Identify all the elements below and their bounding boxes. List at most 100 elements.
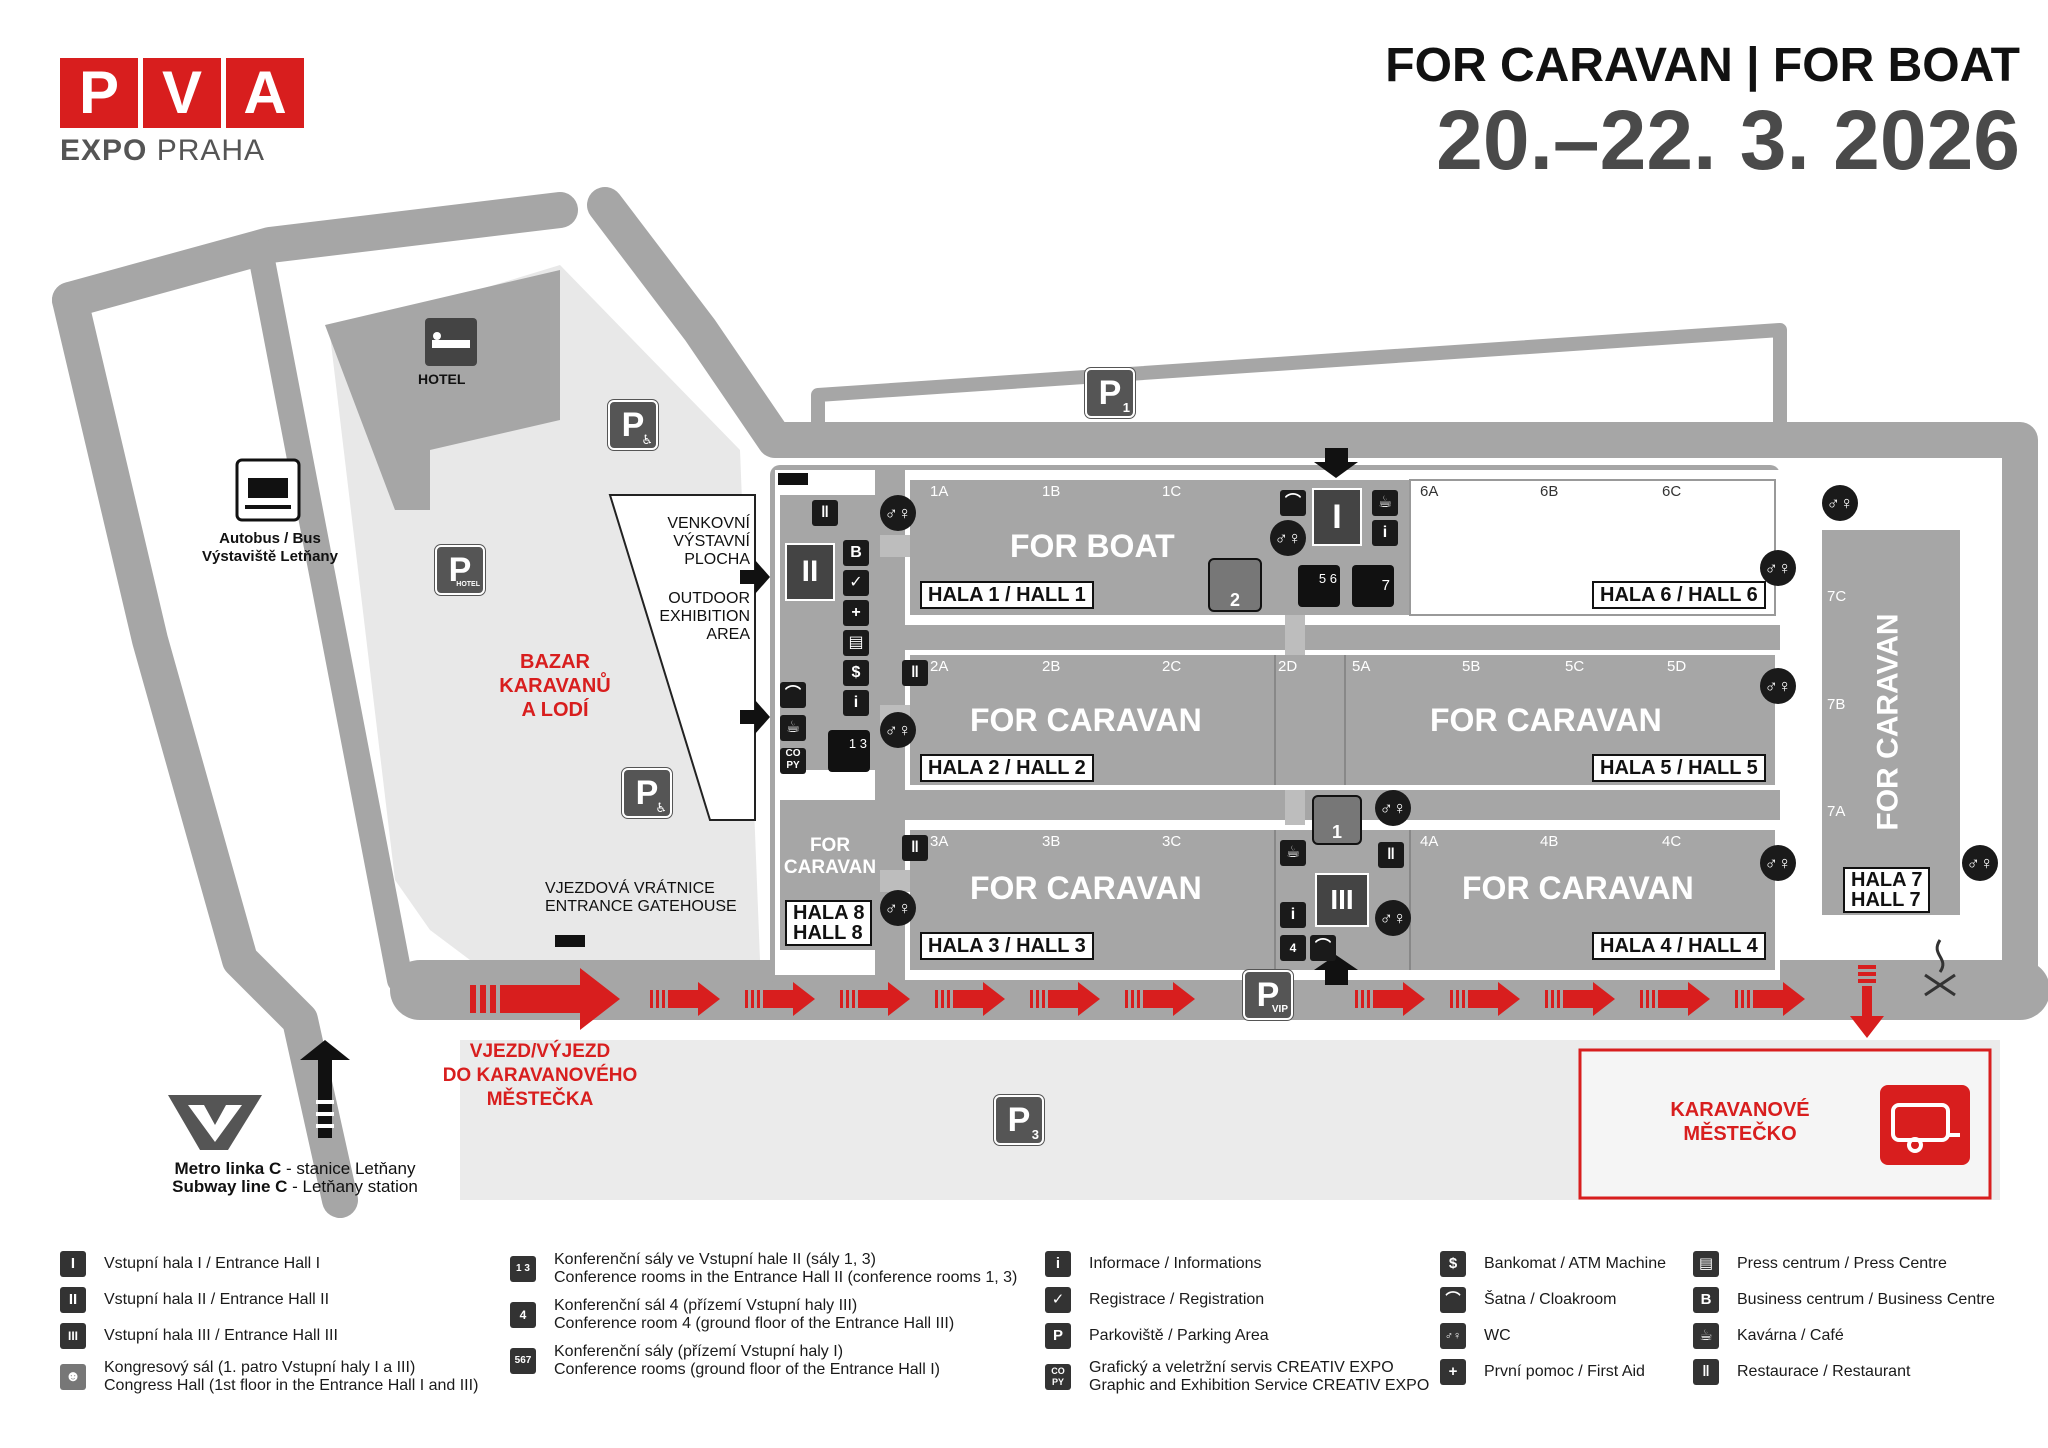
press-centre-icon: ▤ [843, 630, 869, 656]
section-2c: 2C [1162, 658, 1182, 675]
route-arrow [745, 982, 815, 1016]
entrance-hall-ii-icon: II [785, 543, 835, 601]
section-3a: 3A [930, 833, 949, 850]
cloakroom-icon: ⌒ [1440, 1287, 1466, 1313]
caravan-icon [1891, 1103, 1960, 1153]
section-2a: 2A [930, 658, 949, 675]
connector-1-2 [1285, 615, 1305, 655]
outdoor-area [608, 494, 756, 821]
congress-icon: ☻ [60, 1364, 86, 1390]
route-arrow [840, 982, 910, 1016]
hall-7-title: FOR CARAVAN [1871, 613, 1905, 831]
fireplace-icon [1924, 939, 1956, 997]
wc-icon: ♂♀ [880, 890, 916, 926]
business-centre-icon: B [1693, 1287, 1719, 1313]
section-6c: 6C [1662, 483, 1682, 500]
info-icon: i [843, 690, 869, 716]
wc-icon: ♂♀ [880, 495, 916, 531]
route-arrow [650, 982, 720, 1016]
hotel-label: HOTEL [418, 371, 466, 387]
restaurant-icon-2: ‖ [902, 660, 928, 686]
section-4a: 4A [1420, 833, 1439, 850]
wc-icon: ♂♀ [1375, 900, 1411, 936]
wc-icon: ♂♀ [1270, 520, 1306, 556]
congress-hall-2-icon: 2 [1208, 558, 1262, 612]
metro-arrow [300, 1040, 350, 1138]
route-arrow [1125, 982, 1195, 1016]
connector-8-3 [880, 870, 910, 892]
info-icon: i [1045, 1251, 1071, 1277]
metro-logo [168, 1095, 262, 1150]
wc-icon: ♂♀ [1440, 1323, 1466, 1349]
registration-icon: ✓ [1045, 1287, 1071, 1313]
hall-3-label: HALA 3 / HALL 3 [920, 932, 1094, 960]
event-title: FOR CARAVAN | FOR BOAT [1385, 39, 2020, 92]
parking-icon: P [1045, 1323, 1071, 1349]
section-1a: 1A [930, 483, 949, 500]
legend-column-4: $Bankomat / ATM Machine ⌒Šatna / Cloakro… [1440, 1250, 1666, 1394]
info-icon-iii: i [1280, 902, 1306, 928]
map-background [52, 187, 2048, 1218]
hall-4-label: HALA 4 / HALL 4 [1592, 932, 1766, 960]
section-7a: 7A [1827, 803, 1846, 820]
section-4b: 4B [1540, 833, 1559, 850]
section-1b: 1B [1042, 483, 1061, 500]
legend-item: ⌒Šatna / Cloakroom [1440, 1286, 1666, 1314]
conference-13-icon: 1 3 [510, 1256, 536, 1282]
hall-7-shape [1822, 530, 1960, 915]
legend-item: ☕Kavárna / Café [1693, 1322, 1995, 1350]
cloakroom-icon-iii: ⌒ [1310, 935, 1336, 961]
section-5a: 5A [1352, 658, 1371, 675]
road-inner [247, 237, 413, 993]
section-2b: 2B [1042, 658, 1061, 675]
route-arrow [1355, 982, 1425, 1016]
connector-2-3 [1285, 790, 1305, 825]
atm-icon: $ [1440, 1251, 1466, 1277]
wc-icon: ♂♀ [1375, 790, 1411, 826]
connector-ii-1 [880, 535, 910, 557]
conference-13-icon: 1 3 [828, 730, 870, 772]
entrance-hall-i-icon: I [60, 1251, 86, 1277]
entrance-hall-i-icon: I [1312, 488, 1362, 546]
logo-letter-v: V [143, 58, 221, 128]
hall-1-label: HALA 1 / HALL 1 [920, 581, 1094, 609]
pva-logo: P V A EXPO PRAHA [60, 58, 305, 168]
event-dates: 20.–22. 3. 2026 [1436, 93, 2020, 187]
legend-item: $Bankomat / ATM Machine [1440, 1250, 1666, 1278]
wc-icon: ♂♀ [1760, 845, 1796, 881]
wc-icon: ♂♀ [1760, 550, 1796, 586]
entrance-hall-iii-icon: III [1315, 873, 1369, 927]
route-arrow [1640, 982, 1710, 1016]
legend-item: ♂♀WC [1440, 1322, 1666, 1350]
legend-item: ☻Kongresový sál (1. patro Vstupní haly I… [60, 1358, 478, 1396]
section-1c: 1C [1162, 483, 1182, 500]
first-aid-icon: + [1440, 1359, 1466, 1385]
logo-subtitle: EXPO PRAHA [60, 134, 266, 167]
left-strip [70, 260, 380, 1200]
section-3b: 3B [1042, 833, 1061, 850]
section-2d: 2D [1278, 658, 1298, 675]
atm-icon: $ [843, 660, 869, 686]
conference-4-icon: 4 [510, 1302, 536, 1328]
